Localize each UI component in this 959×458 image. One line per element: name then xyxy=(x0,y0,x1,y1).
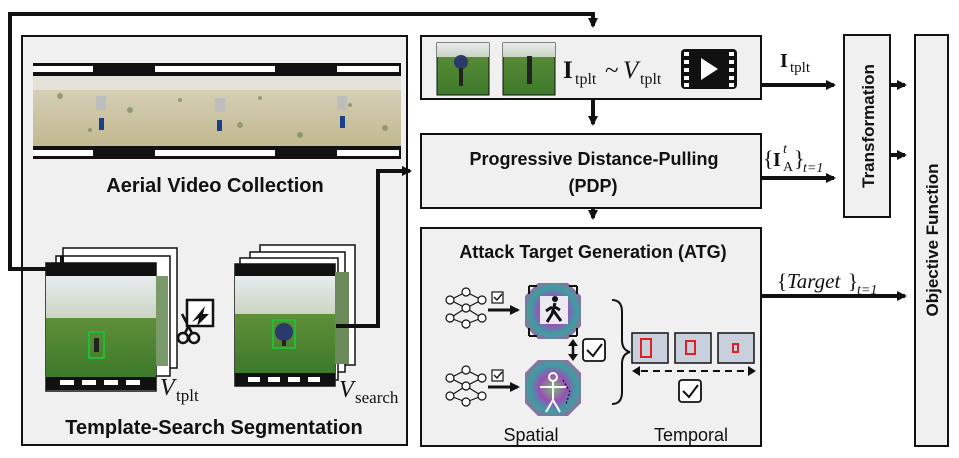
edge-ia-range: t=1 xyxy=(803,161,823,176)
brace xyxy=(611,299,631,405)
temporal-frame-1 xyxy=(631,332,669,364)
edge-label-i-tplt: I tplt xyxy=(780,50,811,76)
transformation-label: Transformation xyxy=(859,64,878,188)
adversarial-patch-1 xyxy=(525,283,581,339)
check-icon xyxy=(491,291,504,304)
spatial-label: Spatial xyxy=(503,425,558,445)
objective-function-label: Objective Function xyxy=(923,163,942,316)
video-clip-icon xyxy=(681,49,737,89)
left-panel: Aerial Video Collection V tplt xyxy=(21,35,408,446)
v-tplt-main: V xyxy=(160,375,177,401)
transformation-box: Transformation xyxy=(843,34,891,218)
formula-v: V xyxy=(623,57,641,84)
edge-ia-main: I xyxy=(773,149,781,171)
connectors xyxy=(8,12,907,328)
edge-i-tplt-main: I xyxy=(780,50,788,72)
check-icon xyxy=(678,379,702,403)
svg-text:{: { xyxy=(777,269,787,293)
atg-title: Attack Target Generation (ATG) xyxy=(459,242,726,262)
svg-text:}: } xyxy=(794,146,805,171)
aerial-video-collection-label: Aerial Video Collection xyxy=(106,175,323,197)
template-search-segmentation-label: Template-Search Segmentation xyxy=(65,417,362,439)
network-icon xyxy=(445,287,487,329)
formula-tilde: ~ xyxy=(605,57,619,84)
cut-frame-icon xyxy=(185,298,215,328)
adversarial-patch-2 xyxy=(525,360,581,416)
pdp-abbrev: (PDP) xyxy=(569,176,618,196)
v-search-sub: search xyxy=(355,388,399,407)
pdp-box: Progressive Distance-Pulling (PDP) xyxy=(420,133,762,209)
template-formula: I tplt ~ V tplt xyxy=(563,57,662,88)
edge-label-ia: { I t A } t=1 xyxy=(763,142,823,176)
temporal-label: Temporal xyxy=(654,425,728,445)
edge-target-text: Target xyxy=(787,269,841,293)
v-tplt-label: V tplt xyxy=(160,375,199,405)
svg-text:{: { xyxy=(763,146,774,171)
edge-target-range: t=1 xyxy=(857,283,877,298)
edge-ia-sub: A xyxy=(783,160,794,175)
v-search-label: V search xyxy=(339,377,399,407)
temporal-frame-2 xyxy=(674,332,712,364)
template-box: I tplt ~ V tplt xyxy=(420,35,762,100)
v-search-main: V xyxy=(339,377,356,403)
template-frame-stack xyxy=(45,247,178,392)
pdp-title: Progressive Distance-Pulling xyxy=(469,149,718,169)
search-frame-stack xyxy=(234,244,356,387)
svg-text:}: } xyxy=(848,269,858,293)
edge-ia-sup: t xyxy=(783,142,788,157)
atg-box: Attack Target Generation (ATG) xyxy=(420,227,762,447)
aerial-video-strip xyxy=(33,63,401,159)
network-icon xyxy=(445,365,487,407)
check-icon xyxy=(491,369,504,382)
formula-i-sub: tplt xyxy=(575,71,597,88)
formula-i: I xyxy=(563,57,573,84)
objective-function-box: Objective Function xyxy=(914,34,949,447)
formula-v-sub: tplt xyxy=(640,71,662,88)
v-tplt-sub: tplt xyxy=(176,386,199,405)
check-icon xyxy=(582,338,606,362)
edge-label-target: { Target } t=1 xyxy=(777,269,877,298)
edge-i-tplt-sub: tplt xyxy=(790,60,811,76)
temporal-frame-3 xyxy=(717,332,755,364)
